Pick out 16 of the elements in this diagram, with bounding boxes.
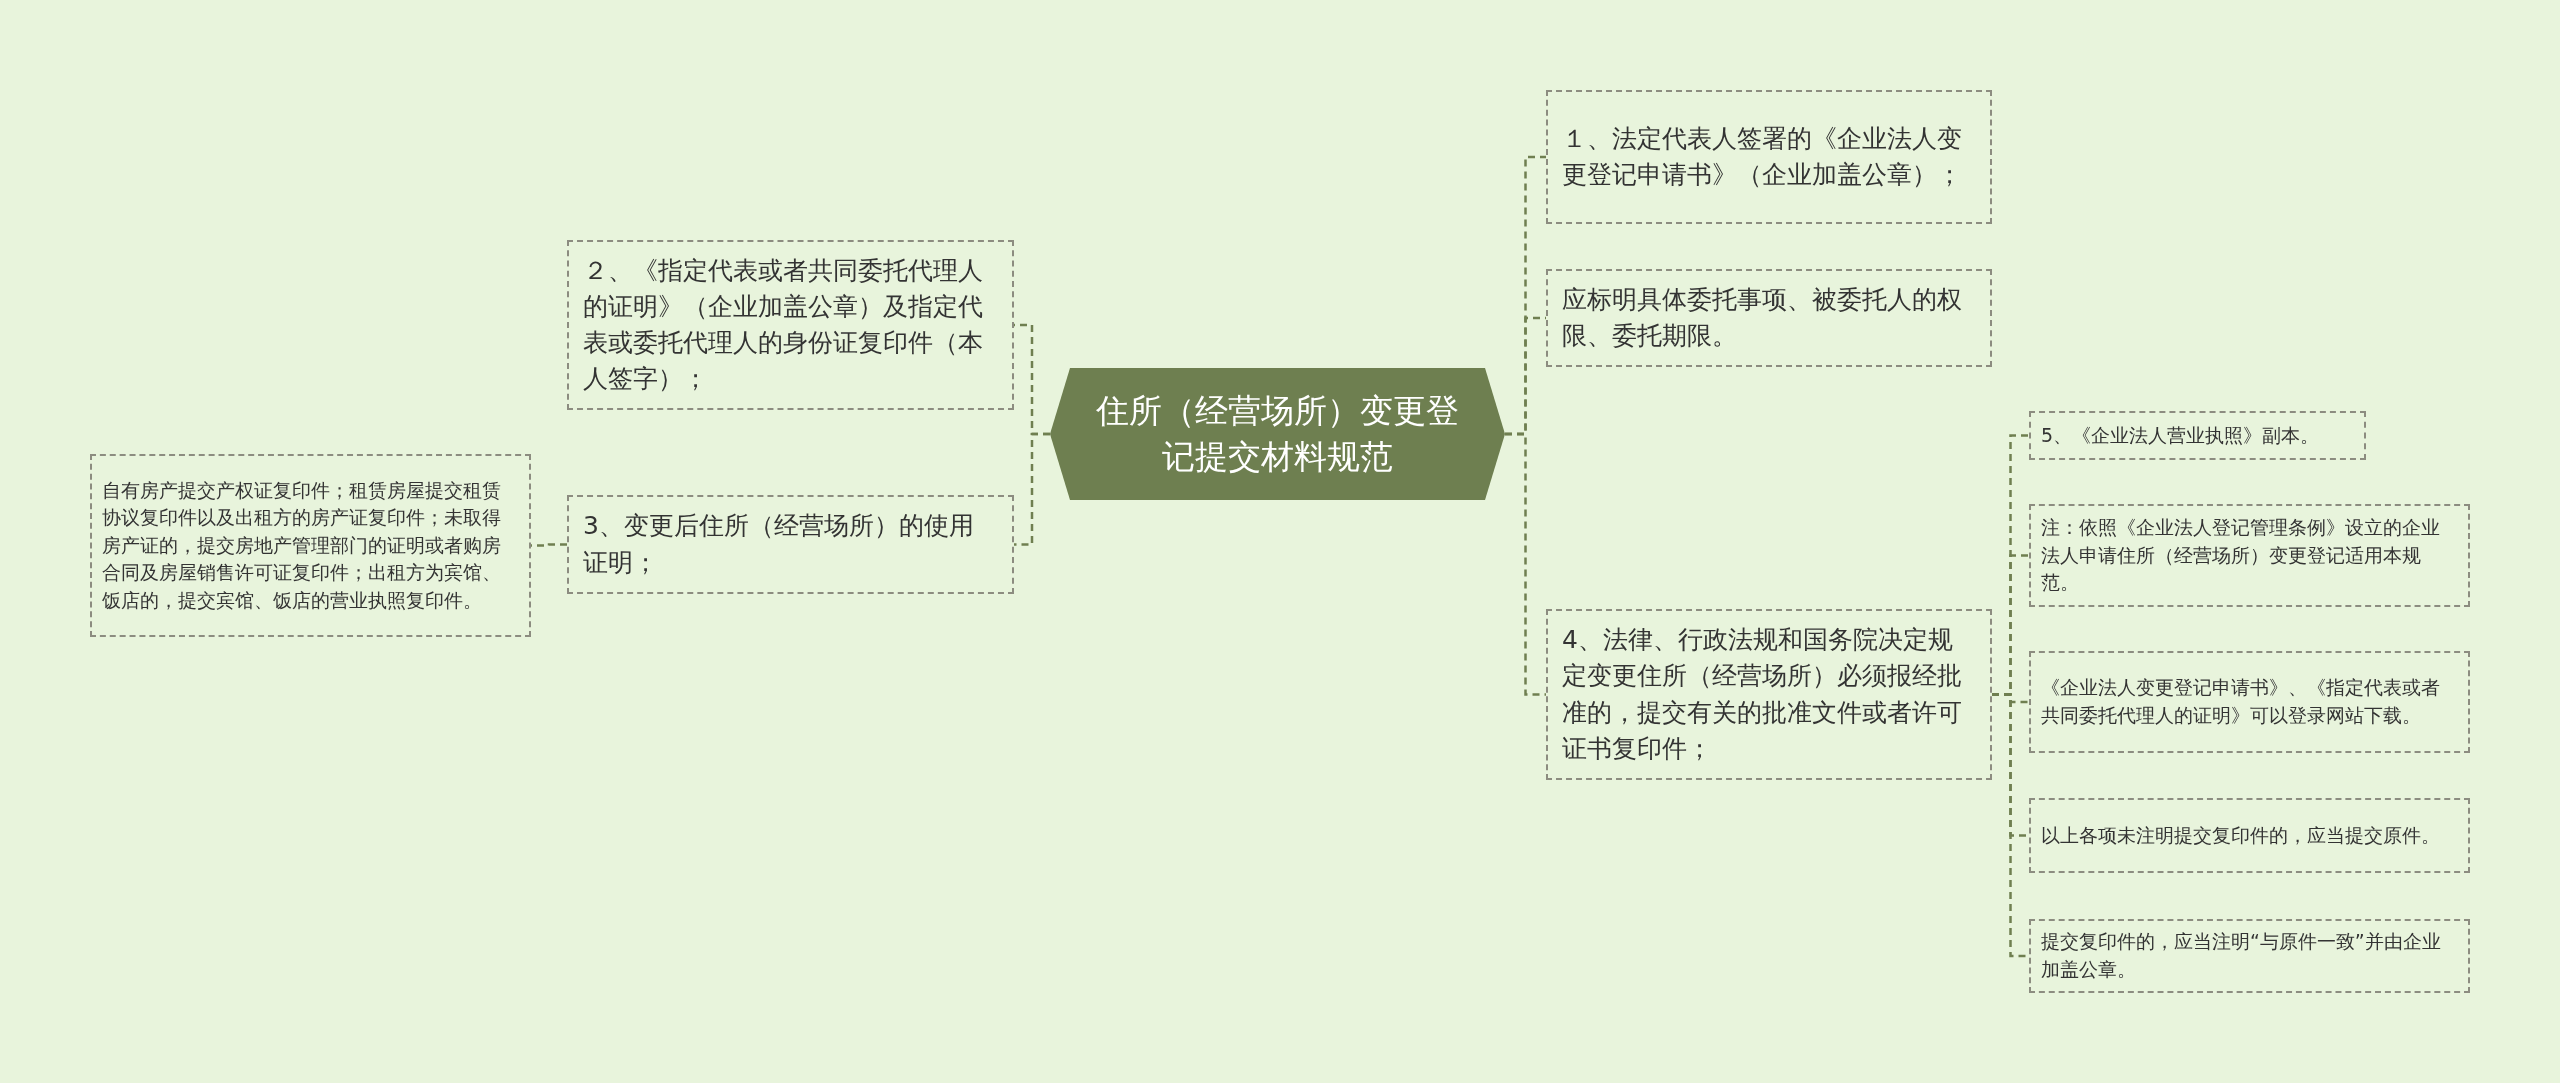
- note-box: 以上各项未注明提交复印件的，应当提交原件。: [2029, 798, 2470, 873]
- note-box: 5、《企业法人营业执照》副本。: [2029, 411, 2366, 460]
- topic-box: ２、《指定代表或者共同委托代理人的证明》（企业加盖公章）及指定代表或委托代理人的身份证复印件（本人签字）；: [567, 240, 1014, 410]
- connector-line: [1014, 432, 1050, 546]
- topic-box: 4、法律、行政法规和国务院决定规定变更住所（经营场所）必须报经批准的，提交有关的批准文件或者许可证书复印件；: [1546, 609, 1992, 780]
- note-box: 《企业法人变更登记申请书》、《指定代表或者共同委托代理人的证明》可以登录网站下载。: [2029, 651, 2470, 753]
- topic-box: １、法定代表人签署的《企业法人变更登记申请书》（企业加盖公章）；: [1546, 90, 1992, 224]
- note-box: 注：依照《企业法人登记管理条例》设立的企业法人申请住所（经营场所）变更登记适用本规范。: [2029, 504, 2470, 607]
- connector-line: [531, 543, 567, 547]
- topic-box: 3、变更后住所（经营场所）的使用证明；: [567, 495, 1014, 594]
- connector-line: [1505, 432, 1546, 696]
- central-topic: 住所（经营场所）变更登记提交材料规范: [1050, 368, 1505, 500]
- note-box: 提交复印件的，应当注明“与原件一致”并由企业加盖公章。: [2029, 919, 2470, 993]
- note-box: 自有房产提交产权证复印件；租赁房屋提交租赁协议复印件以及出租方的房产证复印件；未取得房产证的，提交房地产管理部门的证明或者购房合同及房屋销售许可证复印件；出租方为宾馆、饭店的，提交宾馆、饭店的营业执照复印件。: [90, 454, 531, 637]
- connector-line: [1992, 693, 2029, 958]
- topic-box: 应标明具体委托事项、被委托人的权限、委托期限。: [1546, 269, 1992, 367]
